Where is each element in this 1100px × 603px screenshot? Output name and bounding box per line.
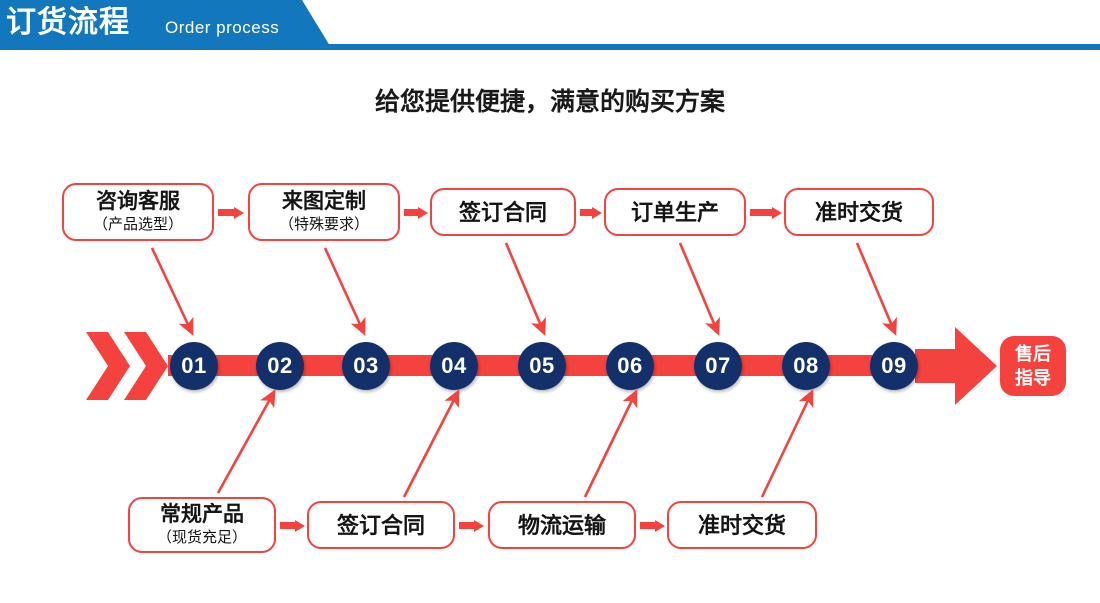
top-step-box-4-line1: 订单生产 xyxy=(630,199,719,225)
after-sales-badge-line2: 指导 xyxy=(1015,368,1051,388)
timeline-step-04-label: 04 xyxy=(441,353,467,378)
timeline-step-09[interactable]: 09 xyxy=(870,342,918,390)
pointer-arrow-bottom4-to-step08 xyxy=(760,389,814,498)
bottom-step-box-2[interactable]: 签订合同 xyxy=(307,501,455,549)
top-step-box-3[interactable]: 签订合同 xyxy=(430,188,576,236)
top-step-box-1[interactable]: 咨询客服 （产品选型） xyxy=(62,183,214,241)
top-step-box-1-line2: （产品选型） xyxy=(92,216,183,233)
bottom-connector-arrow-1 xyxy=(280,520,305,532)
top-step-box-2-line2: （特殊要求） xyxy=(278,216,369,233)
pointer-arrow-bottom3-to-step06 xyxy=(583,389,638,498)
top-step-box-1-line1: 咨询客服 xyxy=(96,190,180,213)
pointer-arrow-box1-to-step01 xyxy=(150,247,194,336)
timeline-step-07-label: 07 xyxy=(705,353,731,378)
after-sales-badge[interactable]: 售后 指导 xyxy=(1000,336,1066,396)
bottom-step-box-1-line1: 常规产品 xyxy=(160,503,244,526)
header-blue-block xyxy=(0,0,330,46)
top-connector-arrow-3 xyxy=(580,207,602,219)
timeline-step-01-label: 01 xyxy=(181,353,207,378)
top-step-box-3-line1: 签订合同 xyxy=(458,199,547,225)
timeline-step-04[interactable]: 04 xyxy=(430,342,478,390)
timeline-step-08-label: 08 xyxy=(793,353,819,378)
top-step-box-5[interactable]: 准时交货 xyxy=(784,188,934,236)
top-connector-arrow-1 xyxy=(218,207,244,219)
top-connector-arrow-4 xyxy=(750,207,782,219)
timeline-step-06-label: 06 xyxy=(617,353,643,378)
top-step-box-4[interactable]: 订单生产 xyxy=(604,188,746,236)
timeline-step-09-label: 09 xyxy=(881,353,907,378)
bottom-connector-arrow-3 xyxy=(640,520,665,532)
timeline-step-06[interactable]: 06 xyxy=(606,342,654,390)
top-connector-arrow-2 xyxy=(404,207,428,219)
pointer-arrow-box4-to-step07 xyxy=(678,242,720,336)
timeline-end-arrowhead xyxy=(915,327,997,405)
after-sales-badge-line1: 售后 xyxy=(1015,344,1051,364)
bottom-step-box-3[interactable]: 物流运输 xyxy=(488,501,636,549)
pointer-arrow-box5-to-step09 xyxy=(855,242,897,336)
timeline-step-05-label: 05 xyxy=(529,353,555,378)
bottom-step-box-1[interactable]: 常规产品 （现货充足） xyxy=(128,497,276,553)
bottom-step-box-4[interactable]: 准时交货 xyxy=(667,501,817,549)
pointer-arrow-box2-to-step03 xyxy=(323,247,366,336)
timeline-step-05[interactable]: 05 xyxy=(518,342,566,390)
header-banner: 订货流程 Order process xyxy=(0,0,1100,50)
section-subtitle: 给您提供便捷，满意的购买方案 xyxy=(374,88,725,116)
timeline-step-02[interactable]: 02 xyxy=(256,342,304,390)
timeline-step-07[interactable]: 07 xyxy=(694,342,742,390)
header-underline-rule xyxy=(0,44,1100,50)
timeline-step-03-label: 03 xyxy=(353,353,379,378)
page-title-english: Order process xyxy=(165,18,280,37)
page-title: 订货流程 xyxy=(6,6,130,39)
pointer-arrow-bottom2-to-step04 xyxy=(402,389,460,498)
timeline-step-08[interactable]: 08 xyxy=(782,342,830,390)
pointer-arrow-bottom1-to-step02 xyxy=(216,389,276,494)
top-step-box-2-line1: 来图定制 xyxy=(282,190,366,213)
bottom-step-box-4-line1: 准时交货 xyxy=(697,512,786,538)
timeline-step-01[interactable]: 01 xyxy=(170,342,218,390)
timeline-step-03[interactable]: 03 xyxy=(342,342,390,390)
pointer-arrow-box3-to-step05 xyxy=(504,242,546,336)
bottom-step-box-1-line2: （现货充足） xyxy=(156,529,247,546)
timeline-chevron-2 xyxy=(124,332,168,400)
bottom-step-box-3-line1: 物流运输 xyxy=(517,512,606,538)
bottom-step-box-2-line1: 签订合同 xyxy=(336,512,425,538)
bottom-connector-arrow-2 xyxy=(459,520,484,532)
timeline-chevron-1 xyxy=(86,332,130,400)
top-step-box-2[interactable]: 来图定制 （特殊要求） xyxy=(248,183,400,241)
timeline-step-02-label: 02 xyxy=(267,353,293,378)
top-step-box-5-line1: 准时交货 xyxy=(814,199,903,225)
